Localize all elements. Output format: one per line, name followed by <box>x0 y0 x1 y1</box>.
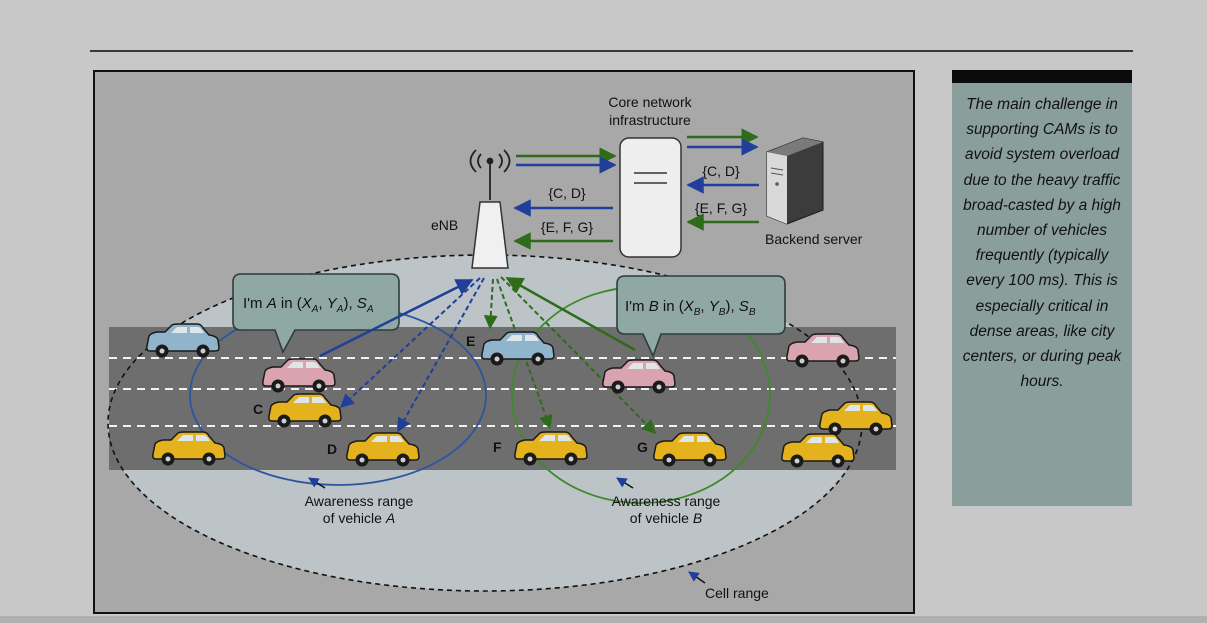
network-diagram: eNB Core network infrastructure Backend … <box>107 94 896 601</box>
speech-bubble-a <box>232 273 400 354</box>
sidebar-callout-text: The main challenge in supporting CAMs is… <box>962 96 1122 391</box>
bubble-a-text: I'm A in (XA, YA), SA <box>243 295 374 315</box>
awareness-a-label-line1: Awareness range <box>305 493 414 509</box>
callout-sidebar: The main challenge in supporting CAMs is… <box>952 70 1132 506</box>
set-efg-label-left: {E, F, G} <box>541 219 593 235</box>
awareness-b-label-line1: Awareness range <box>612 493 721 509</box>
antenna-waves-icon <box>469 149 511 200</box>
speech-bubble-b <box>616 275 786 359</box>
arrow-enb-to-f <box>496 278 553 430</box>
arrow-enb-to-e <box>483 278 498 330</box>
awareness-a-pointer <box>308 477 326 489</box>
awareness-b-label-line2: of vehicle B <box>630 510 702 526</box>
set-cd-label-left: {C, D} <box>548 185 586 201</box>
figure-frame: eNB Core network infrastructure Backend … <box>93 70 915 614</box>
arrow-enb-to-g <box>500 276 656 434</box>
set-efg-label-right: {E, F, G} <box>695 200 747 216</box>
vehicle-label-e: E <box>466 333 475 349</box>
core-network-server-icon <box>619 137 682 258</box>
bottom-strip <box>0 616 1207 623</box>
arrow-enb-to-d <box>397 277 485 433</box>
vehicle-label-d: D <box>327 441 337 457</box>
arrow-vehicle-a-to-enb <box>319 278 474 358</box>
vehicle-label-f: F <box>493 439 502 455</box>
enb-tower-icon <box>471 201 509 269</box>
core-network-label-line2: infrastructure <box>609 112 691 128</box>
backend-server-icon <box>766 137 824 225</box>
enb-label: eNB <box>431 217 458 233</box>
top-rule <box>90 50 1133 52</box>
awareness-b-pointer <box>616 477 634 489</box>
backend-server-label: Backend server <box>765 231 863 247</box>
bubble-b-text: I'm B in (XB, YB), SB <box>625 298 756 318</box>
vehicle-label-g: G <box>637 439 648 455</box>
awareness-a-label-line2: of vehicle A <box>323 510 395 526</box>
set-cd-label-right: {C, D} <box>702 163 740 179</box>
vehicle-label-c: C <box>253 401 263 417</box>
arrow-vehicle-b-to-enb <box>505 276 636 352</box>
cell-range-label: Cell range <box>705 585 769 601</box>
core-network-label-line1: Core network <box>608 94 692 110</box>
sidebar-top-bar <box>952 70 1132 83</box>
cell-range-pointer <box>688 571 706 584</box>
